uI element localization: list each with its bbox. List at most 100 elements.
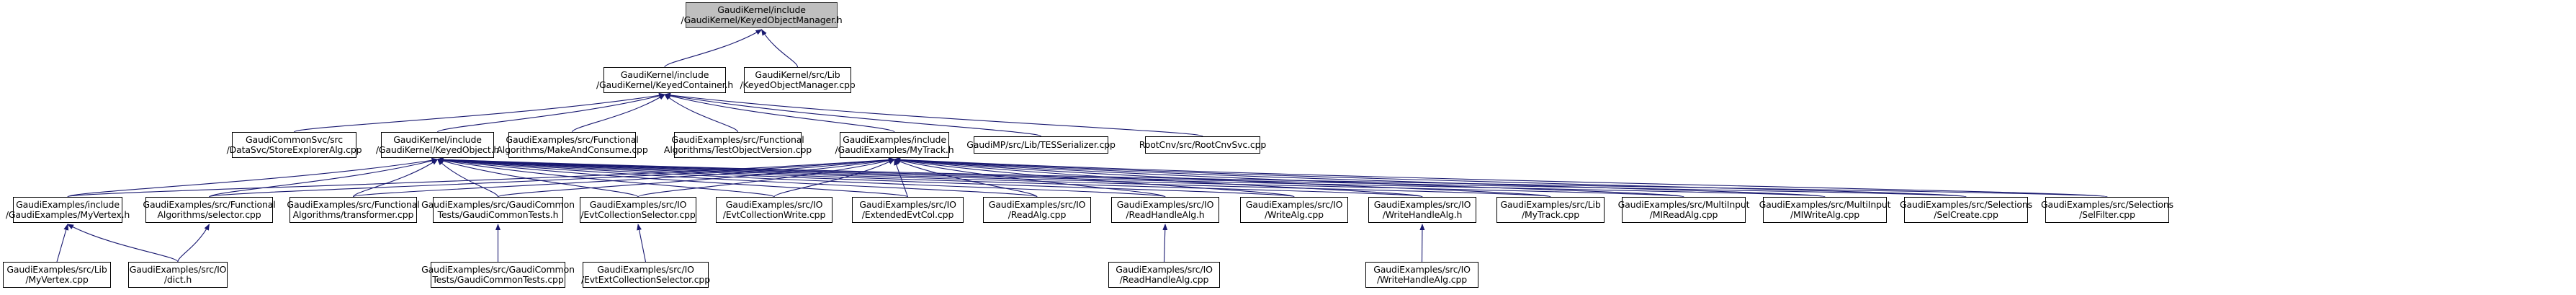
graph-edge — [208, 158, 439, 198]
graph-node-label-line1: GaudiExamples/src/IO — [725, 198, 823, 210]
graph-edge — [352, 159, 439, 198]
graph-node-label-line1: GaudiExamples/src/IO — [1116, 263, 1213, 275]
graph-node[interactable]: GaudiExamples/src/IO/ReadHandleAlg.h — [1111, 197, 1219, 223]
graph-edge — [436, 157, 1038, 198]
graph-edge — [56, 224, 69, 263]
graph-node[interactable]: GaudiExamples/src/MultiInput/MIWriteAlg.… — [1759, 197, 1891, 223]
graph-edge — [1162, 224, 1168, 263]
graph-node-label-line2: Tests/GaudiCommonTests.cpp — [432, 274, 564, 285]
graph-node[interactable]: GaudiExamples/src/Selections/SelCreate.c… — [1900, 197, 2032, 223]
graph-node[interactable]: GaudiExamples/src/Selections/SelFilter.c… — [2041, 197, 2173, 223]
graph-edge — [894, 157, 1684, 198]
graph-edge — [894, 157, 2108, 198]
graph-edge — [436, 157, 1166, 198]
graph-node-label-line1: GaudiExamples/src/Selections — [2041, 198, 2174, 210]
graph-node-label-line2: /DataSvc/StoreExplorerAlg.cpp — [226, 144, 362, 155]
graph-node[interactable]: GaudiKernel/src/Lib/KeyedObjectManager.c… — [740, 67, 856, 93]
graph-node[interactable]: GaudiExamples/include/GaudiExamples/MyTr… — [835, 132, 954, 158]
graph-node-label-line1: GaudiKernel/src/Lib — [755, 69, 840, 80]
graph-node-label-line2: /GaudiExamples/MyVertex.h — [5, 209, 130, 220]
graph-node-label-line1: GaudiExamples/src/IO — [1116, 198, 1214, 210]
graph-node[interactable]: GaudiExamples/src/IO/ExtendedEvtCol.cpp — [852, 197, 964, 223]
graph-edge — [664, 92, 1203, 137]
graph-node[interactable]: GaudiExamples/include/GaudiExamples/MyVe… — [6, 197, 130, 223]
graph-node[interactable]: GaudiCommonSvc/src/DataSvc/StoreExplorer… — [227, 132, 362, 158]
graph-node-label-line1: GaudiExamples/src/Functional — [143, 198, 276, 210]
graph-edge — [436, 157, 1826, 198]
graph-edge — [664, 29, 763, 68]
graph-node-label-line2: Algorithms/TestObjectVersion.cpp — [663, 144, 812, 155]
graph-node[interactable]: GaudiExamples/src/IO/EvtCollectionSelect… — [580, 197, 696, 223]
graph-node-label-line1: GaudiExamples/src/Lib — [1500, 198, 1601, 210]
graph-node[interactable]: GaudiExamples/src/Lib/MyTrack.cpp — [1496, 197, 1605, 223]
graph-node[interactable]: GaudiExamples/src/IO/ReadHandleAlg.cpp — [1108, 262, 1220, 288]
graph-edge — [436, 159, 499, 198]
graph-node[interactable]: GaudiExamples/src/IO/dict.h — [128, 262, 228, 288]
graph-node[interactable]: GaudiExamples/src/IO/WriteHandleAlg.h — [1368, 197, 1476, 223]
graph-edge — [894, 157, 1967, 198]
graph-node-label-line1: GaudiExamples/src/IO — [589, 198, 687, 210]
graph-node-label-line2: Algorithms/selector.cpp — [157, 209, 261, 220]
graph-edge — [894, 157, 1551, 198]
graph-node-label-line1: GaudiExamples/src/IO — [988, 198, 1086, 210]
graph-edge — [637, 158, 895, 198]
graph-edge — [177, 224, 210, 263]
graph-edge — [894, 157, 1423, 198]
graph-node-label-line2: /ReadHandleAlg.h — [1126, 209, 1205, 220]
graph-edge — [894, 158, 1166, 198]
graph-edge — [436, 157, 775, 198]
graph-node-label-line2: /ReadHandleAlg.cpp — [1119, 274, 1209, 285]
graph-node[interactable]: GaudiExamples/src/IO/WriteHandleAlg.cpp — [1365, 262, 1478, 288]
graph-node[interactable]: GaudiExamples/src/MultiInput/MIReadAlg.c… — [1618, 197, 1750, 223]
graph-node-label-line2: /GaudiKernel/KeyedObject.h — [375, 144, 500, 155]
graph-node-label-line2: /MIWriteAlg.cpp — [1790, 209, 1860, 220]
graph-node-label-line2: /WriteHandleAlg.cpp — [1376, 274, 1468, 285]
graph-node[interactable]: GaudiExamples/src/Lib/MyVertex.cpp — [3, 262, 111, 288]
graph-node-label-line1: GaudiCommonSvc/src — [246, 133, 343, 145]
graph-node-label-line1: GaudiExamples/src/GaudiCommon — [421, 263, 575, 275]
graph-edge — [894, 159, 909, 198]
graph-node[interactable]: GaudiExamples/src/IO/EvtCollectionWrite.… — [716, 197, 833, 223]
graph-edge — [664, 92, 1042, 137]
graph-edge — [664, 93, 895, 133]
graph-node-label-line2: /SelFilter.cpp — [2079, 209, 2135, 220]
graph-node-label-line1: GaudiExamples/src/MultiInput — [1759, 198, 1891, 210]
graph-edge — [894, 157, 1295, 198]
graph-node[interactable]: GaudiKernel/include/GaudiKernel/KeyedCon… — [596, 67, 733, 93]
graph-node-label-line2: /EvtCollectionSelector.cpp — [580, 209, 696, 220]
graph-node-label-line2: /EvtCollectionWrite.cpp — [722, 209, 826, 220]
graph-edge — [436, 93, 665, 133]
graph-edge — [436, 157, 1967, 198]
graph-node-label-line1: GaudiExamples/src/IO — [1373, 198, 1471, 210]
graph-node-label-line2: /GaudiExamples/MyTrack.h — [835, 144, 954, 155]
graph-node[interactable]: GaudiExamples/src/IO/WriteAlg.cpp — [1240, 197, 1348, 223]
graph-node[interactable]: GaudiMP/src/Lib/TESSerializer.cpp — [966, 136, 1116, 154]
graph-node-label-line1: GaudiExamples/src/Functional — [506, 133, 639, 145]
graph-node[interactable]: GaudiExamples/src/IO/ReadAlg.cpp — [983, 197, 1091, 223]
graph-edge — [67, 157, 895, 198]
graph-node[interactable]: GaudiKernel/include/GaudiKernel/KeyedObj… — [376, 132, 499, 158]
graph-node-label-line2: /SelCreate.cpp — [1934, 209, 1998, 220]
graph-node-root[interactable]: GaudiKernel/include/GaudiKernel/KeyedObj… — [681, 2, 843, 28]
graph-node-label-line2: /EvtExtCollectionSelector.cpp — [581, 274, 710, 285]
graph-node-label-line1: GaudiMP/src/Lib/TESSerializer.cpp — [966, 138, 1116, 150]
graph-node-label-line2: Algorithms/transformer.cpp — [292, 209, 414, 220]
graph-node-label-line2: /KeyedObjectManager.cpp — [740, 79, 856, 90]
graph-node-label-line2: Algorithms/MakeAndConsume.cpp — [496, 144, 648, 155]
graph-node-label-line1: GaudiKernel/include — [620, 69, 709, 80]
graph-node[interactable]: RootCnv/src/RootCnvSvc.cpp — [1139, 136, 1266, 154]
graph-node-label-line1: GaudiExamples/src/Selections — [1900, 198, 2033, 210]
graph-edge — [894, 157, 1826, 198]
graph-edge — [293, 92, 665, 133]
graph-edge — [664, 94, 739, 133]
graph-edge — [760, 29, 799, 68]
graph-edge — [352, 157, 895, 198]
graph-node[interactable]: GaudiExamples/src/IO/EvtExtCollectionSel… — [581, 262, 710, 288]
